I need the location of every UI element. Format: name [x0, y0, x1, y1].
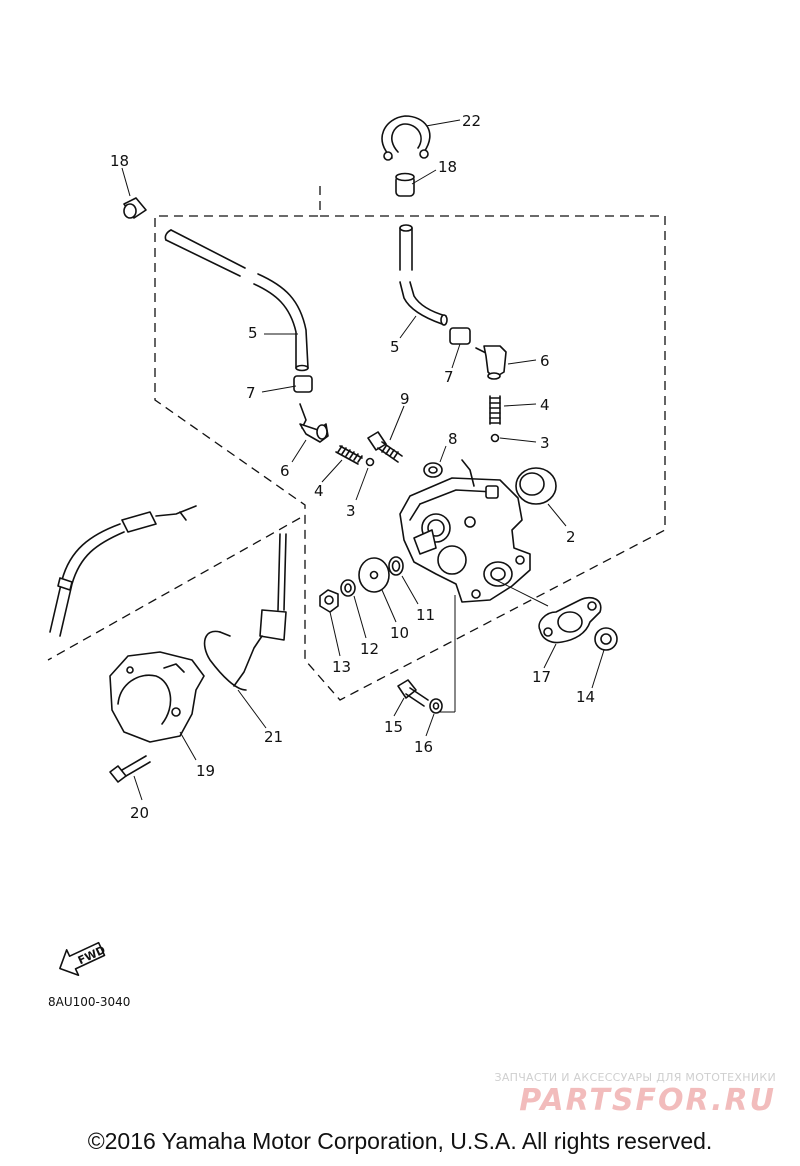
clamp-7-left: [293, 375, 313, 393]
callout-2: 2: [566, 528, 576, 546]
callout-22: 22: [462, 112, 481, 130]
oil-pump-body: [399, 459, 531, 603]
callout-7-right: 7: [444, 368, 454, 386]
callout-19: 19: [196, 762, 215, 780]
callout-3-left: 3: [346, 502, 356, 520]
washer-14: [594, 627, 618, 651]
o-ring-11: [388, 556, 404, 576]
callout-20: 20: [130, 804, 149, 822]
callout-15: 15: [384, 718, 403, 736]
callout-8: 8: [448, 430, 458, 448]
clip-22: [381, 115, 431, 161]
callout-6-right: 6: [540, 352, 550, 370]
callout-4-left: 4: [314, 482, 324, 500]
callout-18-right: 18: [438, 158, 457, 176]
callout-9: 9: [400, 390, 410, 408]
washer-8: [423, 462, 443, 478]
spring-4-left: [335, 445, 363, 465]
callout-6-left: 6: [280, 462, 290, 480]
clamp-7-right: [449, 327, 471, 345]
gasket-17: [538, 596, 602, 644]
ball-3-right: [490, 433, 500, 443]
callouts: 22 18 18 5 5 7 7 6 6 9 4 4 3 3 8 2 11 10…: [110, 112, 595, 822]
spring-4-right: [489, 395, 501, 425]
callout-5-left: 5: [248, 324, 258, 342]
callout-4-right: 4: [540, 396, 550, 414]
bolt-15: [397, 679, 429, 707]
callout-5-right: 5: [390, 338, 400, 356]
callout-7-left: 7: [246, 384, 256, 402]
callout-18-left: 18: [110, 152, 129, 170]
leader-lines: [121, 119, 605, 801]
callout-11: 11: [416, 606, 435, 624]
watermark: ЗАПЧАСТИ И АКСЕССУАРЫ ДЛЯ МОТОТЕХНИКИ PA…: [494, 1071, 776, 1118]
cap-18-left: [123, 197, 147, 219]
pump-cover-19: [109, 651, 205, 743]
fwd-arrow-icon: FWD: [59, 941, 107, 977]
callout-14: 14: [576, 688, 595, 706]
assembly-boundary: [47, 186, 666, 713]
diagram-code: 8AU100-3040: [48, 995, 131, 1009]
nut-13: [319, 589, 339, 613]
ball-3-left: [365, 457, 375, 467]
watermark-tagline: ЗАПЧАСТИ И АКСЕССУАРЫ ДЛЯ МОТОТЕХНИКИ: [494, 1071, 776, 1084]
cable-assembly: [49, 505, 197, 637]
bolt-20: [109, 755, 151, 783]
cable-21: [203, 533, 287, 691]
callout-17: 17: [532, 668, 551, 686]
washer-16: [429, 698, 443, 714]
hose-5-left: [164, 229, 309, 372]
callout-21: 21: [264, 728, 283, 746]
screw-9: [367, 431, 403, 463]
lock-washer-12: [340, 579, 356, 597]
hose-5-right: [399, 224, 448, 326]
elbow-6-left: [299, 403, 329, 443]
copyright-notice: ©2016 Yamaha Motor Corporation, U.S.A. A…: [87, 1128, 713, 1154]
seal-2: [515, 467, 557, 505]
callout-10: 10: [390, 624, 409, 642]
elbow-6-right: [475, 345, 507, 380]
callout-3-right: 3: [540, 434, 550, 452]
callout-16: 16: [414, 738, 433, 756]
cap-18-right: [395, 172, 415, 197]
callout-12: 12: [360, 640, 379, 658]
callout-13: 13: [332, 658, 351, 676]
watermark-brand-logo: PARTSFOR.RU: [519, 1083, 776, 1118]
washer-10: [358, 557, 390, 593]
